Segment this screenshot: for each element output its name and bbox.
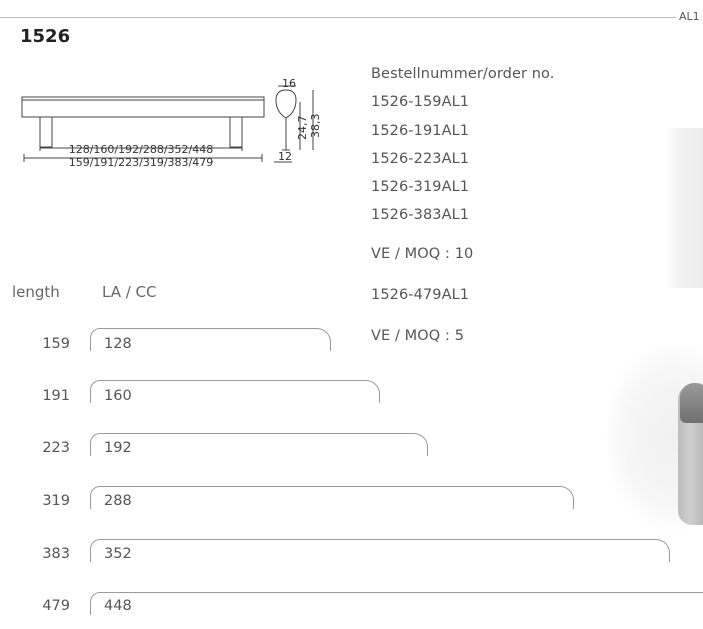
length-value: 479	[42, 598, 70, 614]
cc-value: 160	[104, 388, 132, 404]
header-rule	[0, 17, 676, 18]
cc-column-header: LA / CC	[102, 283, 157, 301]
handle-cross-section	[274, 85, 314, 163]
inner-height-label: 24,7	[296, 116, 309, 141]
size-bar	[100, 433, 428, 456]
size-bar	[100, 328, 331, 351]
length-value: 191	[42, 388, 70, 404]
order-number: 1526-319AL1	[371, 179, 470, 195]
size-bar-cap	[90, 592, 101, 615]
order-number: 1526-159AL1	[371, 94, 470, 110]
size-bar	[100, 539, 670, 562]
cc-value: 192	[104, 440, 132, 456]
size-bar	[100, 486, 574, 509]
size-bar-cap	[90, 328, 101, 351]
length-column-header: length	[12, 283, 60, 301]
cc-value: 352	[104, 546, 132, 562]
cc-value: 288	[104, 493, 132, 509]
length-value: 319	[42, 493, 70, 509]
moq-label: VE / MOQ : 10	[371, 246, 474, 262]
order-number: 1526-479AL1	[371, 287, 470, 303]
moq-label: VE / MOQ : 5	[371, 328, 465, 344]
length-value: 383	[42, 546, 70, 562]
length-value: 159	[42, 336, 70, 352]
cc-value: 128	[104, 336, 132, 352]
size-bar-cap	[90, 486, 101, 509]
handle-side-view	[21, 96, 265, 162]
finish-tag: AL1	[679, 10, 700, 23]
size-bar	[100, 592, 703, 615]
order-heading: Bestellnummer/order no.	[371, 66, 555, 82]
size-bar-cap	[90, 380, 101, 403]
length-dimension-label: 159/191/223/319/383/479	[69, 156, 214, 169]
product-code: 1526	[20, 26, 71, 47]
cc-value: 448	[104, 598, 132, 614]
size-bar	[100, 380, 380, 403]
order-number: 1526-191AL1	[371, 123, 470, 139]
size-bar-cap	[90, 539, 101, 562]
cc-dimension-label: 128/160/192/288/352/448	[69, 143, 214, 156]
outer-height-label: 38,3	[309, 114, 322, 139]
base-dimension-label: 12	[278, 150, 292, 163]
technical-drawing: 128/160/192/288/352/448 159/191/223/319/…	[21, 78, 322, 169]
width-dimension-label: 16	[282, 78, 296, 90]
handle-photo-top	[680, 383, 703, 423]
size-bar-cap	[90, 433, 101, 456]
order-number: 1526-223AL1	[371, 151, 470, 167]
length-value: 223	[42, 440, 70, 456]
order-number: 1526-383AL1	[371, 207, 470, 223]
product-photo	[665, 128, 703, 288]
